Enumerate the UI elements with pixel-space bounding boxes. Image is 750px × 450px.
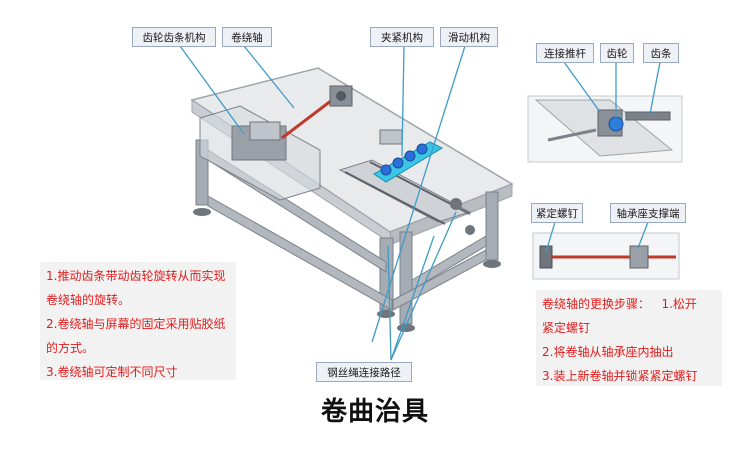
rack-gear-housing: [199, 105, 321, 201]
note-left-line: 3.卷绕轴可定制不同尺寸: [46, 365, 178, 379]
note-left-line: 2.卷绕轴与屏幕的固定采用贴胶纸: [46, 317, 226, 331]
label-gear: 齿轮: [600, 43, 634, 63]
note-left-line: 卷绕轴的旋转。: [46, 293, 131, 307]
label-push-rod: 连接推杆: [536, 43, 594, 63]
label-clamp: 夹紧机构: [370, 27, 434, 47]
label-bearing-support: 轴承座支撑端: [610, 203, 686, 223]
note-right-line: 卷绕轴的更换步骤： 1.松开: [542, 297, 697, 311]
notes-left: 1.推动齿条带动齿轮旋转从而实现 卷绕轴的旋转。 2.卷绕轴与屏幕的固定采用贴胶…: [40, 262, 236, 380]
label-roll-shaft: 卷绕轴: [222, 27, 272, 47]
notes-right: 卷绕轴的更换步骤： 1.松开 紧定螺钉 2.将卷轴从轴承座内抽出 3.装上新卷轴…: [536, 290, 722, 386]
label-rack: 齿条: [643, 43, 679, 63]
note-left-line: 的方式。: [46, 341, 95, 355]
inset-rack-gear: [527, 95, 683, 163]
bearing-block: [329, 85, 353, 107]
machine-main: [190, 67, 514, 332]
note-right-line: 紧定螺钉: [542, 321, 591, 335]
inset-shaft-end: [532, 232, 680, 280]
note-right-line: 2.将卷轴从轴承座内抽出: [542, 345, 674, 359]
wire-pulleys: [450, 198, 475, 235]
note-right-line: 3.装上新卷轴并锁紧紧定螺钉: [542, 369, 698, 383]
page-title: 卷曲治具: [320, 397, 429, 427]
label-set-screw: 紧定螺钉: [531, 203, 583, 223]
label-wire-path: 钢丝绳连接路径: [316, 362, 412, 382]
clamp-bar: [373, 141, 444, 183]
label-rack-gear: 齿轮齿条机构: [132, 27, 216, 47]
leader-lines: [179, 45, 661, 361]
label-slide: 滑动机构: [440, 27, 498, 47]
note-left-line: 1.推动齿条带动齿轮旋转从而实现: [46, 269, 226, 283]
